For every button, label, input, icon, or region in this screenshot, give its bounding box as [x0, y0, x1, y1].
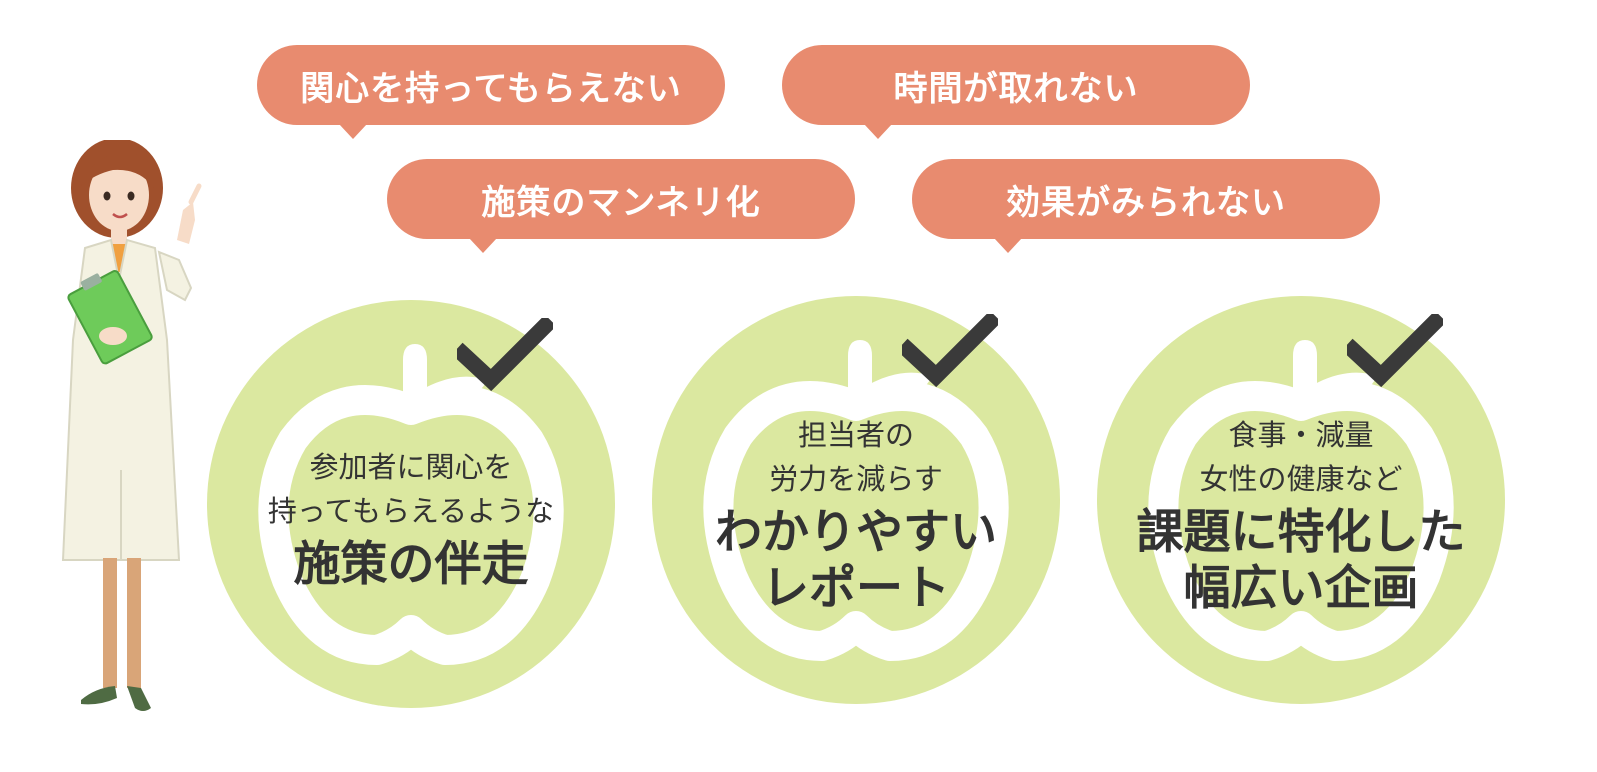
service-circle-3: 食事・減量 女性の健康など 課題に特化した 幅広い企画: [1097, 296, 1505, 704]
service-circle-1-title: 施策の伴走: [293, 537, 529, 592]
concern-bubble-1-text: 関心を持ってもらえない: [300, 68, 682, 109]
service-circle-3-text: 食事・減量 女性の健康など 課題に特化した 幅広い企画: [1097, 296, 1505, 704]
service-circle-2-title-line-2: レポート: [762, 561, 950, 616]
apple-icon: [703, 340, 1009, 661]
concern-bubble-2-text: 時間が取れない: [893, 68, 1139, 109]
checkmark-icon: [457, 318, 553, 392]
service-circle-1-text: 参加者に関心を 持ってもらえるような 施策の伴走: [207, 300, 615, 708]
checkmark-icon: [902, 314, 998, 388]
bubble-tail: [864, 124, 892, 139]
checkmark-icon: [1347, 314, 1443, 388]
apple-icon: [1148, 340, 1454, 661]
woman-illustration: [61, 140, 202, 711]
bubble-tail: [469, 238, 497, 253]
service-circle-2: 担当者の 労力を減らす わかりやすい レポート: [652, 296, 1060, 704]
concern-bubble-4: 効果がみられない: [912, 159, 1380, 253]
concern-bubble-1: 関心を持ってもらえない: [257, 45, 725, 139]
concern-bubble-3-text: 施策のマンネリ化: [481, 182, 761, 223]
bubble-tail: [339, 124, 367, 139]
service-circle-3-sub-line-1: 食事・減量: [1228, 418, 1374, 452]
service-circle-1: 参加者に関心を 持ってもらえるような 施策の伴走: [207, 300, 615, 708]
service-circle-3-sub-line-2: 女性の健康など: [1199, 462, 1403, 496]
concern-bubble-3: 施策のマンネリ化: [387, 159, 855, 253]
service-circle-3-title-line-2: 幅広い企画: [1183, 561, 1419, 616]
service-circle-3-title-line-1: 課題に特化した: [1136, 505, 1466, 560]
service-circle-2-sub-line-2: 労力を減らす: [769, 462, 943, 496]
service-circle-1-sub-line-2: 持ってもらえるような: [267, 494, 555, 528]
service-circle-2-title-line-1: わかりやすい: [715, 505, 997, 560]
concern-bubble-4-text: 効果がみられない: [1006, 182, 1286, 223]
service-circle-1-sub-line-1: 参加者に関心を: [309, 450, 513, 484]
apple-icon: [258, 344, 564, 665]
concern-bubble-2: 時間が取れない: [782, 45, 1250, 139]
bubble-tail: [994, 238, 1022, 253]
service-circle-2-text: 担当者の 労力を減らす わかりやすい レポート: [652, 296, 1060, 704]
service-circle-2-sub-line-1: 担当者の: [797, 418, 914, 452]
